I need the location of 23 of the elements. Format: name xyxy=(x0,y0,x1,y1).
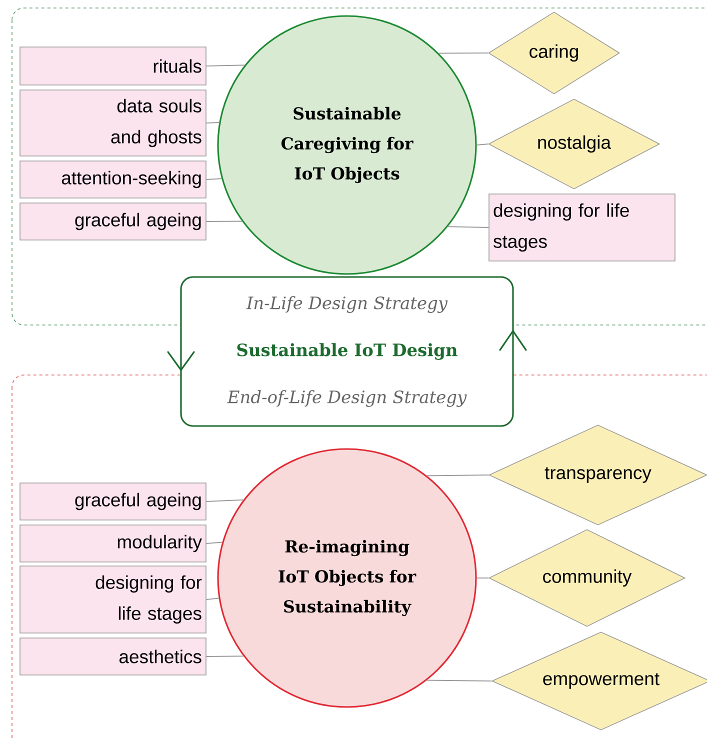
cycle-box: In-Life Design Strategy Sustainable IoT Design End-of-Life Design Strategy xyxy=(180,276,514,427)
connector-line xyxy=(206,656,244,657)
connector-line xyxy=(206,64,246,66)
theme-box: designing for life stages xyxy=(20,566,206,634)
theme-box: designing for life stages xyxy=(488,194,676,262)
connector-line xyxy=(438,52,489,54)
theme-box: graceful ageing xyxy=(20,202,206,240)
connector-line xyxy=(206,598,220,600)
connector-line xyxy=(206,122,220,124)
connector-line xyxy=(476,144,489,146)
theme-box: aesthetics xyxy=(20,638,206,676)
connector-line xyxy=(426,474,490,476)
connector-line xyxy=(206,178,222,180)
connector-line xyxy=(206,220,242,222)
connector-line xyxy=(206,499,244,502)
connector-line xyxy=(447,226,490,228)
connector-line xyxy=(426,680,492,682)
theme-box: data souls and ghosts xyxy=(20,90,206,156)
theme-box: rituals xyxy=(20,46,206,86)
theme-box: modularity xyxy=(20,524,206,562)
theme-box: graceful ageing xyxy=(20,482,206,520)
theme-box: attention-seeking xyxy=(20,160,206,198)
connector-line xyxy=(206,542,223,544)
